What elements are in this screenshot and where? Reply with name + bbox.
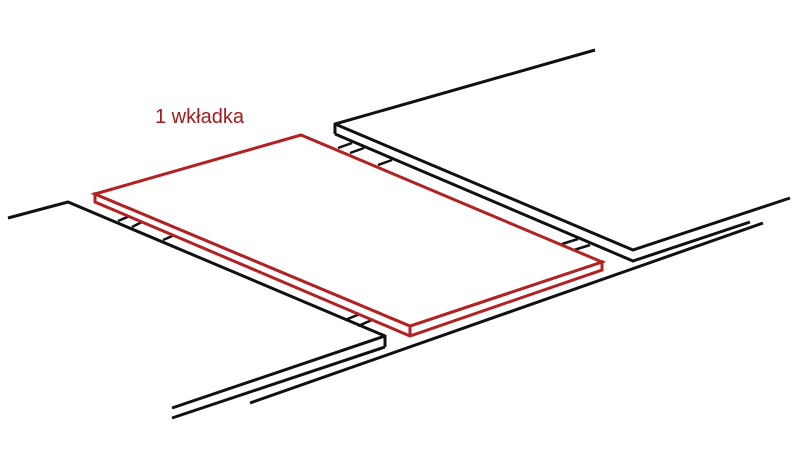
right-table-half (333, 48, 791, 263)
table-frame-rail (249, 221, 764, 405)
insert-leaf (90, 133, 607, 338)
insert-label: 1 wkładka (155, 106, 244, 128)
left-table-half (7, 200, 387, 420)
